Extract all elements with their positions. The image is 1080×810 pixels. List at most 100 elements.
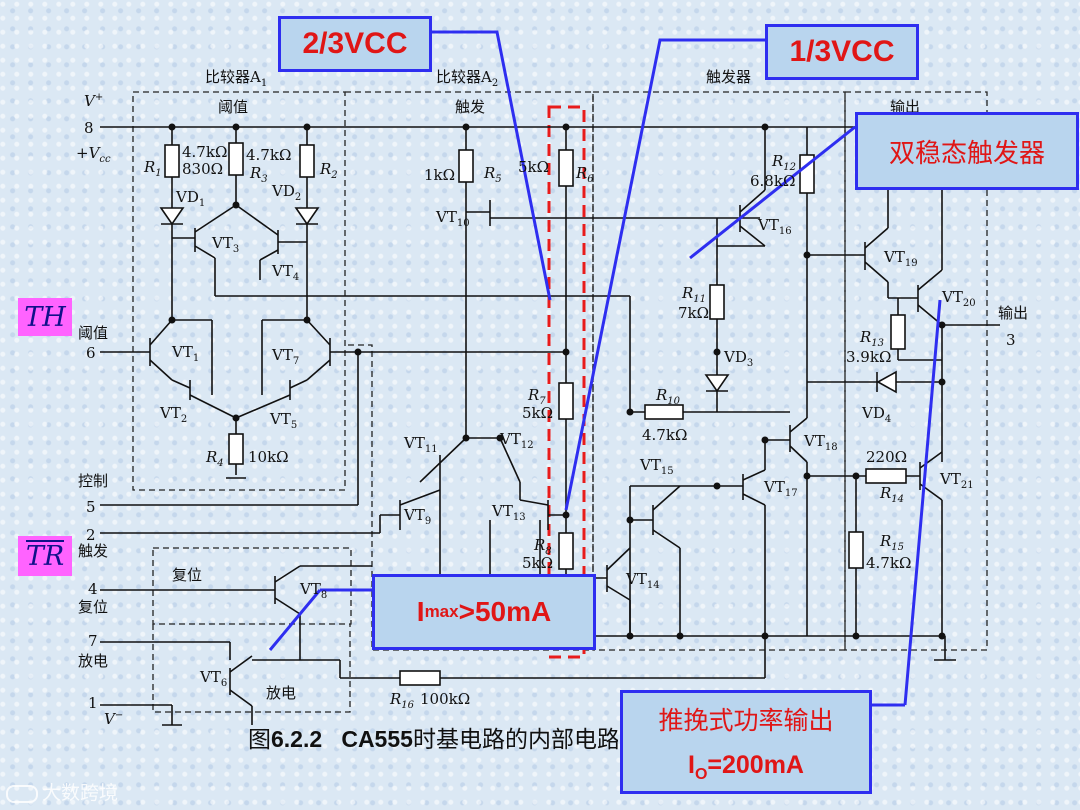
resistor-r5 [458,149,474,183]
watermark: 大数跨境 [6,778,118,805]
label-r6: R6 [575,164,594,185]
label-r5-value: 1kΩ [424,166,455,184]
label-vt14: VT14 [625,570,660,591]
label-pin4: 4 [88,580,98,598]
label-vt5: VT5 [269,410,297,431]
reset-block [152,547,352,625]
label-vt11: VT11 [403,434,438,455]
resistor-r10 [644,404,684,420]
watermark-logo-icon [6,784,38,803]
label-r11: R11 [681,284,706,305]
label-r2: R2 [319,160,338,181]
label-vd1: VD1 [175,188,205,209]
annotation-two-thirds-vcc: 2/3VCC [278,16,432,72]
label-r15: R15 [879,532,904,553]
caption-chip: CA555 [341,726,413,752]
caption-number: 6.2.2 [271,726,323,752]
label-vt16: VT16 [757,216,792,237]
annotation-bistable-trigger: 双稳态触发器 [855,112,1079,190]
label-r1-value-a: 4.7kΩ [182,143,227,161]
label-r14: R14 [879,484,904,505]
label-r5: R5 [483,164,502,185]
resistor-r2 [299,144,315,178]
comparator-a1-circuit [100,123,631,506]
label-comparator-a2: 比较器A2 [436,68,498,89]
label-vt18: VT18 [803,432,838,453]
figure-caption: 图6.2.2 CA555时基电路的内部电路 [248,720,618,754]
label-vt13: VT13 [491,502,526,523]
annotation-one-third-vcc: 1/3VCC [765,24,919,80]
label-vt2: VT2 [159,404,187,425]
label-vt6: VT6 [199,668,227,689]
pin-th-highlight: TH [18,298,72,336]
label-pin5: 5 [86,498,96,516]
pin-tr-highlight: TR [18,536,72,576]
resistor-r16 [399,670,441,686]
trigger-circuit [566,123,815,640]
label-vd2: VD2 [271,182,301,203]
caption-prefix: 图 [248,727,271,753]
label-r11-value: 7kΩ [678,304,709,322]
resistor-r3 [228,142,244,176]
label-vcc: +Vcc [76,144,111,165]
label-discharge-section: 放电 [266,684,296,702]
label-threshold-pin: 阈值 [78,324,108,342]
label-r1-value-b: 830Ω [182,160,223,178]
label-r15-value: 4.7kΩ [866,554,911,572]
comparator-a2-circuit [100,123,760,636]
label-vt1: VT1 [171,343,199,364]
resistor-r14 [865,468,907,484]
label-r14-value: 220Ω [866,448,907,466]
discharge-block [152,624,351,713]
label-vd4: VD4 [861,404,891,425]
label-vt20: VT20 [941,288,976,309]
imax-symbol: I [416,596,425,627]
label-r3-value: 4.7kΩ [246,146,291,164]
label-r6-value: 5kΩ [518,158,549,176]
label-threshold-section: 阈值 [218,98,248,116]
diode-vd3 [704,374,730,393]
label-trigger-block: 触发器 [706,68,751,86]
label-vd3: VD3 [723,348,753,369]
label-trigger-section: 触发 [455,98,485,116]
label-r10: R10 [655,386,681,407]
label-vt10: VT10 [435,208,470,229]
caption-text: 时基电路的内部电路 [412,727,618,753]
diode-vd1 [159,207,185,226]
imax-subscript: max [424,602,459,621]
label-discharge-pin: 放电 [78,652,108,670]
io-symbol: I [687,750,695,779]
label-r8-value: 5kΩ [522,554,553,572]
resistor-r4 [228,433,244,465]
label-vt19: VT19 [883,248,918,269]
label-vt9: VT9 [403,506,431,527]
label-reset-section: 复位 [172,566,202,584]
label-r12: R12 [771,152,796,173]
resistor-r15 [848,531,864,569]
label-r12-value: 6.8kΩ [750,172,795,190]
resistor-r8 [558,532,574,570]
label-r16-value: 100kΩ [420,690,470,708]
imax-value: >50mA [458,596,552,627]
resistor-r12 [799,154,815,194]
label-vt4: VT4 [271,262,299,283]
diode-vd2 [294,207,320,226]
label-r10-value: 4.7kΩ [642,426,687,444]
label-vt7: VT7 [271,346,299,367]
label-vt3: VT3 [211,234,239,255]
resistor-r1 [164,144,180,178]
label-r1: R1 [143,158,162,179]
label-vplus: V+ [84,92,103,110]
resistor-r6 [558,149,574,187]
label-r7-value: 5kΩ [522,404,553,422]
label-r4-value: 10kΩ [248,448,289,466]
comparator-a1-block [132,91,346,491]
label-vt15: VT15 [639,456,674,477]
label-output-section: 输出 [890,98,920,116]
label-r13-value: 3.9kΩ [846,348,891,366]
label-r3: R3 [249,164,268,185]
resistor-r7 [558,382,574,420]
io-subscript: O [694,765,708,783]
annotation-push-pull-output: 推挽式功率输出 IO=200mA [620,690,872,794]
